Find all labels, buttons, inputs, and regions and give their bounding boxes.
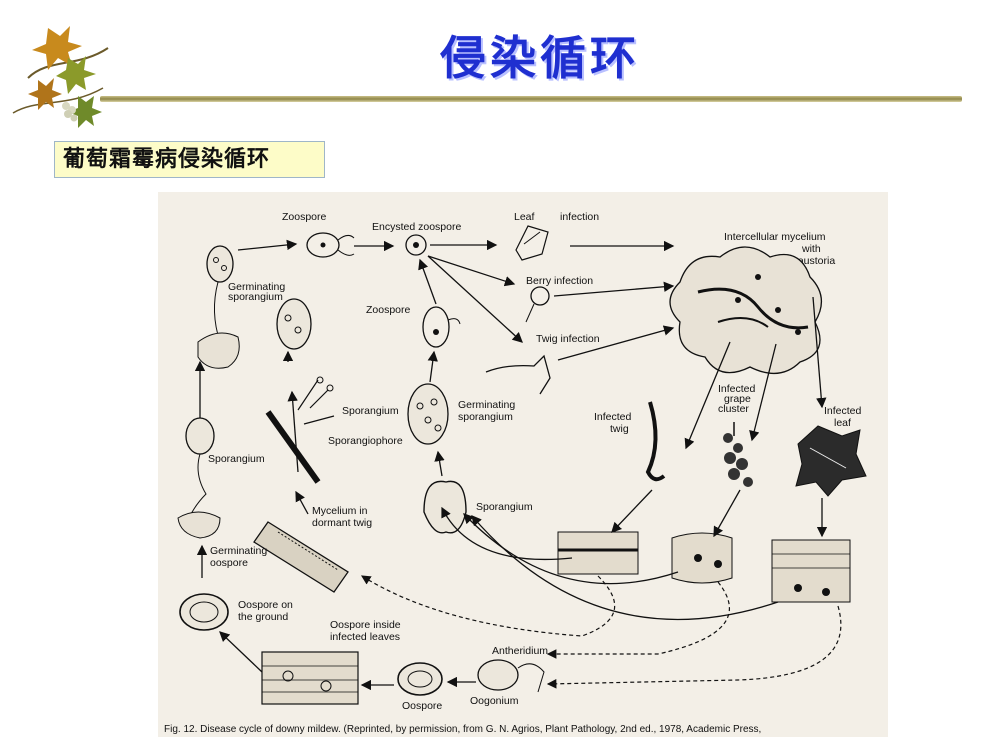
arrow xyxy=(471,515,779,621)
label-oospore-leaves-1: Oospore inside xyxy=(330,619,401,631)
zoospore-mid-drawing xyxy=(422,306,461,348)
arrow xyxy=(295,490,309,515)
arrow xyxy=(287,390,299,473)
label-oogonium: Oogonium xyxy=(470,695,519,707)
label-infection: infection xyxy=(560,211,599,223)
sporangium-mid-drawing xyxy=(423,480,467,534)
label-infected-twig-2: twig xyxy=(610,423,629,435)
arrow xyxy=(427,350,438,383)
label-berry-infection: Berry infection xyxy=(526,275,593,287)
infected-leaf-drawing xyxy=(795,425,867,497)
label-infected-leaf-1: Infected xyxy=(824,405,862,417)
oospore-ground-drawing xyxy=(179,593,229,631)
arrow xyxy=(463,513,679,585)
arrow xyxy=(418,258,437,305)
label-germinating-sporangium-mid-1: Germinating xyxy=(458,399,515,411)
arrow xyxy=(546,581,730,659)
label-infected-grape-2: grape xyxy=(724,393,751,405)
antheridium-oogonium-drawing xyxy=(477,659,545,693)
arrow xyxy=(557,325,675,361)
infected-grape-cluster-drawing xyxy=(723,422,753,487)
label-germinating-sporangium-mid-2: sporangium xyxy=(458,411,513,423)
infected-twig-drawing xyxy=(645,401,666,482)
label-germinating-oospore-2: oospore xyxy=(210,557,248,569)
label-infected-twig-1: Infected xyxy=(594,411,632,423)
arrow xyxy=(713,489,741,538)
subtitle-label: 葡萄霜霉病侵染循环 xyxy=(54,141,325,178)
label-oospore-bottom: Oospore xyxy=(402,700,442,712)
arrow xyxy=(684,341,731,450)
label-sporangium-left: Sporangium xyxy=(208,453,265,465)
arrow xyxy=(441,506,573,561)
oospore-bottom-drawing xyxy=(397,662,443,696)
arrow xyxy=(553,281,675,297)
arrow xyxy=(427,255,523,343)
berry-infection-drawing xyxy=(525,286,550,323)
label-zoospore-mid: Zoospore xyxy=(366,304,411,316)
title-divider xyxy=(100,96,962,102)
label-with: with xyxy=(801,243,821,255)
label-twig-infection: Twig infection xyxy=(536,333,600,345)
label-zoospore-top: Zoospore xyxy=(282,211,327,223)
disease-cycle-figure: Zoospore Encysted zoospore Leaf infectio… xyxy=(158,192,888,737)
label-infected-grape-1: Infected xyxy=(718,383,756,395)
grape-vine-decoration-icon xyxy=(12,26,109,128)
germinating-sporangium-mid-drawing xyxy=(407,383,449,445)
label-sporangiophore: Sporangiophore xyxy=(328,435,403,447)
label-sporangium-a: Sporangium xyxy=(342,405,399,417)
dormant-twig-drawing xyxy=(253,521,349,593)
label-intercellular: Intercellular mycelium xyxy=(724,231,826,243)
twig-infection-drawing xyxy=(485,354,551,395)
tissue-section-twig-drawing xyxy=(557,531,639,575)
sporangiophore-drawing xyxy=(265,376,335,484)
label-sporangium-mid: Sporangium xyxy=(476,501,533,513)
arrow xyxy=(219,631,263,673)
arrow xyxy=(611,489,653,533)
infected-leaves-section-drawing xyxy=(261,651,359,705)
label-oospore-leaves-2: infected leaves xyxy=(330,631,400,643)
disease-cycle-diagram: Zoospore Encysted zoospore Leaf infectio… xyxy=(164,211,867,735)
label-leaf: Leaf xyxy=(514,211,535,223)
arrow xyxy=(546,605,842,689)
figure-caption: Fig. 12. Disease cycle of downy mildew. … xyxy=(164,724,761,735)
germinating-sporangium-left-drawing xyxy=(197,245,240,369)
intercellular-mycelium-drawing xyxy=(669,246,822,374)
leaf-infection-drawing xyxy=(515,225,549,261)
label-germinating-sporangium-left-2: sporangium xyxy=(228,291,283,303)
zoospore-top-drawing xyxy=(306,232,355,258)
label-oospore-ground-1: Oospore on xyxy=(238,599,293,611)
label-infected-grape-3: cluster xyxy=(718,403,749,415)
sporangium-pair-drawing xyxy=(276,298,312,350)
label-infected-leaf-2: leaf xyxy=(834,417,851,429)
arrow xyxy=(812,296,827,409)
slide-title: 侵染循环 xyxy=(440,31,640,85)
arrow xyxy=(427,255,516,287)
arrow xyxy=(237,239,298,251)
label-mycelium-twig-2: dormant twig xyxy=(312,517,372,529)
arrow xyxy=(434,450,445,477)
tissue-section-leaf-drawing xyxy=(771,539,851,603)
tissue-section-berry-drawing xyxy=(671,532,733,584)
label-antheridium: Antheridium xyxy=(492,645,548,657)
sporangium-left-drawing xyxy=(177,417,221,539)
encysted-zoospore-drawing xyxy=(405,234,427,256)
label-germinating-oospore-1: Germinating xyxy=(210,545,267,557)
label-encysted-zoospore: Encysted zoospore xyxy=(372,221,461,233)
label-germinating-sporangium-left-1: Germinating xyxy=(228,281,285,293)
arrow xyxy=(749,343,777,442)
label-mycelium-twig-1: Mycelium in xyxy=(312,505,368,517)
label-oospore-ground-2: the ground xyxy=(238,611,288,623)
